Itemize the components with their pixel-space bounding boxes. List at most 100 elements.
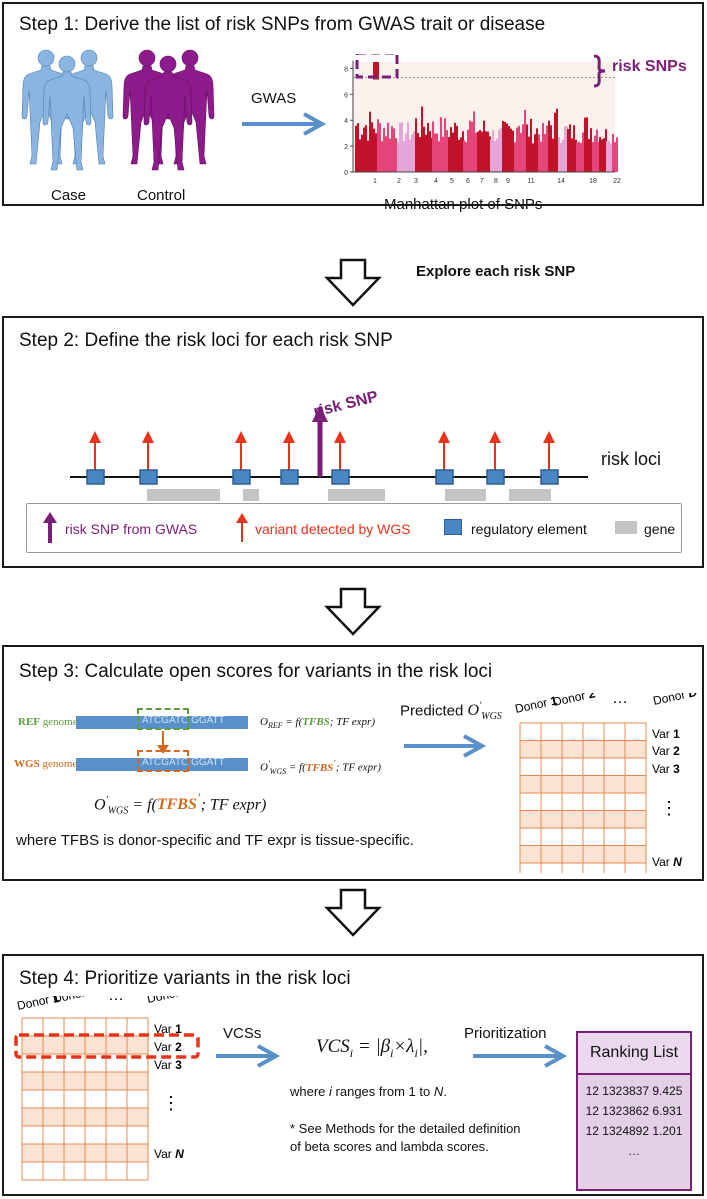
- donor-label: Donor 2: [552, 693, 597, 709]
- control-group: [122, 49, 215, 171]
- y-tick-label: 8: [344, 66, 348, 73]
- y-tick-label: 6: [344, 92, 348, 99]
- prioritization-label: Prioritization: [464, 1025, 547, 1042]
- red-arrow-icon: [236, 513, 248, 542]
- purple-arrow-icon: [43, 512, 57, 543]
- regulatory-element: [280, 469, 299, 485]
- var-label: Var 2: [652, 744, 680, 758]
- wgs-tfbs-box: [137, 750, 189, 772]
- ranking-row: 12 1323862 6.931: [585, 1104, 683, 1118]
- chromosome-block: [490, 127, 502, 172]
- gene-swatch: [615, 521, 637, 534]
- y-tick-label: 4: [344, 118, 348, 125]
- variant-arrow-head: [334, 431, 346, 443]
- regulatory-element: [331, 469, 350, 485]
- ref-genome-bold: REF: [18, 716, 40, 728]
- chromosome-block: [612, 133, 618, 172]
- ref-genome-rest: genome: [40, 716, 78, 728]
- legend-gene: gene: [644, 521, 676, 537]
- variant-arrow-head: [283, 431, 295, 443]
- risk-snp-arrow-head: [312, 405, 328, 422]
- regulatory-element: [139, 469, 158, 485]
- x-tick-label: 22: [613, 178, 621, 184]
- var-label: Var 1: [652, 727, 680, 741]
- predicted-symbol: O'WGS: [467, 701, 502, 723]
- var-label: ⋮: [162, 1093, 180, 1113]
- regulatory-element: [86, 469, 105, 485]
- step4-title: Step 4: Prioritize variants in the risk …: [19, 968, 351, 989]
- wgs-genome-bold: WGS: [14, 758, 40, 770]
- variant-arrow-head: [489, 431, 501, 443]
- y-tick-label: 2: [344, 144, 348, 151]
- donor-label: Donor D: [652, 693, 699, 708]
- ref-genome-label: REF genome: [18, 716, 78, 728]
- x-tick-label: 2: [397, 178, 401, 184]
- regulatory-element: [540, 469, 559, 485]
- var-label: Var 3: [154, 1058, 182, 1072]
- main-formula: O'WGS = f(TFBS'; TF expr): [94, 791, 267, 817]
- vcss-label: VCSs: [223, 1025, 262, 1042]
- x-tick-label: 3: [414, 178, 418, 184]
- gene-block: [509, 489, 551, 501]
- footnote-line1: * See Methods for the detailed definitio…: [290, 1121, 521, 1136]
- down-arrow-icon-2: [324, 587, 382, 636]
- predicted-arrow-icon: [404, 734, 487, 758]
- var-label: Var N: [652, 855, 682, 869]
- x-tick-label: 9: [506, 178, 510, 184]
- chromosome-block: [606, 140, 612, 172]
- chromosome-block: [432, 117, 448, 172]
- step3-note: where TFBS is donor-specific and TF expr…: [16, 832, 414, 849]
- control-label: Control: [137, 187, 186, 204]
- chromosome-block: [397, 122, 415, 172]
- chromosome-block: [548, 108, 558, 172]
- donor-label: Donor 2: [52, 996, 97, 1006]
- variant-arrow-head: [142, 431, 154, 443]
- variant-arrow-head: [543, 431, 555, 443]
- gene-block: [147, 489, 220, 501]
- ranking-title: Ranking List: [578, 1033, 690, 1075]
- var-label: Var N: [154, 1147, 184, 1161]
- predicted-text: Predicted: [400, 702, 464, 720]
- wgs-genome-rest: genome: [39, 758, 78, 770]
- gwas-label: GWAS: [251, 90, 297, 107]
- chromosome-block: [584, 117, 592, 172]
- gene-block: [328, 489, 385, 501]
- gene-block: [243, 489, 259, 501]
- vcs-formula: VCSi = |βi×λi|,: [316, 1036, 428, 1060]
- figures-graphic: [21, 49, 215, 171]
- chromosome-block: [514, 109, 526, 172]
- manhattan-caption: Manhattan plot of SNPs: [384, 196, 543, 213]
- wgs-genome-label: WGS genome: [14, 758, 77, 770]
- regulatory-element: [435, 469, 454, 485]
- x-tick-label: 11: [527, 178, 534, 184]
- where-text: where i ranges from 1 to N.: [290, 1084, 447, 1099]
- step1-title: Step 1: Derive the list of risk SNPs fro…: [19, 14, 546, 35]
- chromosome-block: [377, 119, 397, 172]
- step2-panel: Step 2: Define the risk loci for each ri…: [2, 316, 704, 568]
- x-tick-label: 6: [466, 178, 470, 184]
- ref-bar: [76, 716, 248, 729]
- risk-peak: [373, 62, 379, 80]
- chromosome-block: [502, 120, 514, 172]
- gwas-arrow-icon: [242, 112, 327, 136]
- case-label: Case: [51, 187, 87, 204]
- variant-arrow-head: [235, 431, 247, 443]
- variant-arrow-head: [89, 431, 101, 443]
- legend-variant: variant detected by WGS: [255, 521, 411, 537]
- brace-icon: [593, 54, 606, 88]
- donor-label: Donor D: [146, 996, 193, 1006]
- ranking-row: 12 1323837 9.425: [585, 1084, 683, 1098]
- step2-title: Step 2: Define the risk loci for each ri…: [19, 330, 393, 351]
- selected-variant-box: [14, 1033, 200, 1059]
- risk-snps-label: risk SNPs: [612, 58, 687, 75]
- var-label: Var 3: [652, 762, 680, 776]
- prioritization-arrow-icon: [473, 1044, 568, 1068]
- chromosome-block: [463, 111, 477, 172]
- footnote-line2: of beta scores and lambda scores.: [290, 1139, 489, 1154]
- risk-loci-label: risk loci: [601, 449, 662, 469]
- var-label: ⋮: [660, 798, 678, 818]
- wgs-seq: ATCGATC GGATT: [142, 757, 225, 768]
- ranking-list: Ranking List 12 1323837 9.425 12 1323862…: [576, 1031, 692, 1191]
- x-tick-label: 14: [557, 178, 565, 184]
